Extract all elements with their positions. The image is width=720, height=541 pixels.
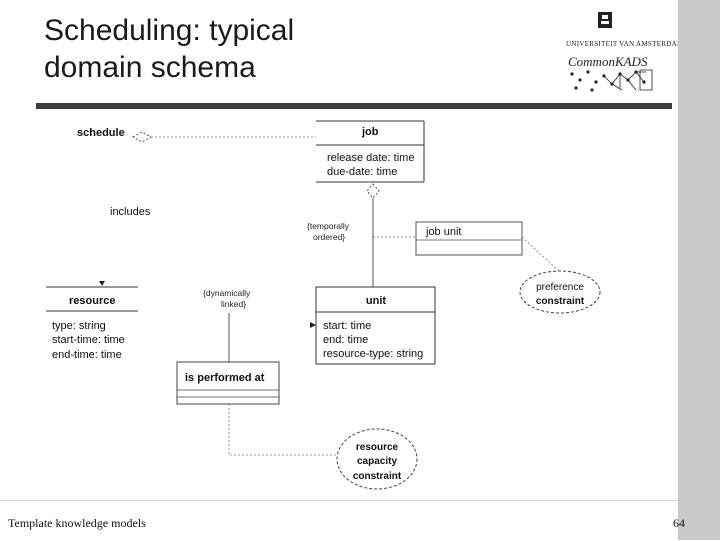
dynamically-linked-line-2: linked} — [221, 299, 246, 309]
unit-class-box: unit start: time end: time resource-type… — [315, 286, 436, 365]
unit-attr-end: end: time — [323, 334, 368, 346]
capacity-constraint-line-3: constraint — [353, 471, 402, 482]
unit-class-name: unit — [366, 295, 386, 307]
footer-text: Template knowledge models — [8, 516, 146, 530]
domain-schema-diagram: schedule job release date: time due-date… — [46, 120, 601, 490]
dynamically-linked-line-1: {dynamically — [203, 288, 251, 298]
job-unit-name: job unit — [425, 226, 461, 238]
title-line-2: domain schema — [44, 51, 256, 84]
commonkads-logo: CommonKADS — [568, 54, 648, 69]
job-unit-class-box: job unit — [415, 221, 523, 256]
schedule-label: schedule — [77, 127, 125, 139]
logo-area: UNIVERSITEIT VAN AMSTERDAM CommonKADS — [560, 10, 683, 100]
job-class-name: job — [361, 126, 379, 138]
temporally-ordered-line-1: {temporally — [307, 221, 350, 231]
title-line-1: Scheduling: typical — [44, 14, 295, 47]
slide-title: Scheduling: typical domain schema — [44, 12, 294, 86]
slide-footer — [0, 500, 678, 541]
unit-arrow-icon — [310, 322, 316, 328]
resource-attr-start-time: start-time: time — [52, 334, 125, 346]
includes-label: includes — [110, 206, 151, 218]
preference-constraint-ellipse: preference constraint — [519, 270, 601, 314]
capacity-connector — [228, 404, 338, 456]
unit-attr-start: start: time — [323, 320, 371, 332]
commonkads-network-icon — [570, 69, 653, 92]
temporally-ordered-line-2: ordered} — [313, 232, 345, 242]
resource-class-box: resource type: string start-time: time e… — [46, 286, 138, 361]
job-class-box: job release date: time due-date: time — [316, 120, 425, 183]
university-name: UNIVERSITEIT VAN AMSTERDAM — [566, 40, 684, 48]
resource-arrow-icon — [99, 281, 105, 286]
unit-attr-resource-type: resource-type: string — [323, 348, 423, 360]
job-aggregation-diamond — [366, 183, 380, 199]
title-divider — [36, 103, 672, 109]
is-performed-at-class-box: is performed at — [176, 361, 280, 405]
resource-capacity-constraint-ellipse: resource capacity constraint — [336, 428, 418, 490]
capacity-constraint-line-1: resource — [356, 442, 399, 453]
job-attr-due-date: due-date: time — [327, 166, 397, 178]
schedule-aggregation-diamond — [131, 131, 153, 143]
job-attr-release-date: release date: time — [327, 152, 414, 164]
preference-connector — [521, 236, 561, 273]
is-performed-at-name: is performed at — [185, 372, 265, 384]
resource-attr-end-time: end-time: time — [52, 349, 122, 361]
resource-class-name: resource — [69, 295, 115, 307]
page-number: 64 — [673, 516, 685, 530]
right-sidebar — [678, 0, 720, 540]
capacity-constraint-line-2: capacity — [357, 456, 397, 467]
university-crest-icon — [598, 12, 612, 28]
preference-constraint-line-2: constraint — [536, 296, 585, 307]
preference-constraint-line-1: preference — [536, 282, 584, 293]
resource-attr-type: type: string — [52, 320, 106, 332]
